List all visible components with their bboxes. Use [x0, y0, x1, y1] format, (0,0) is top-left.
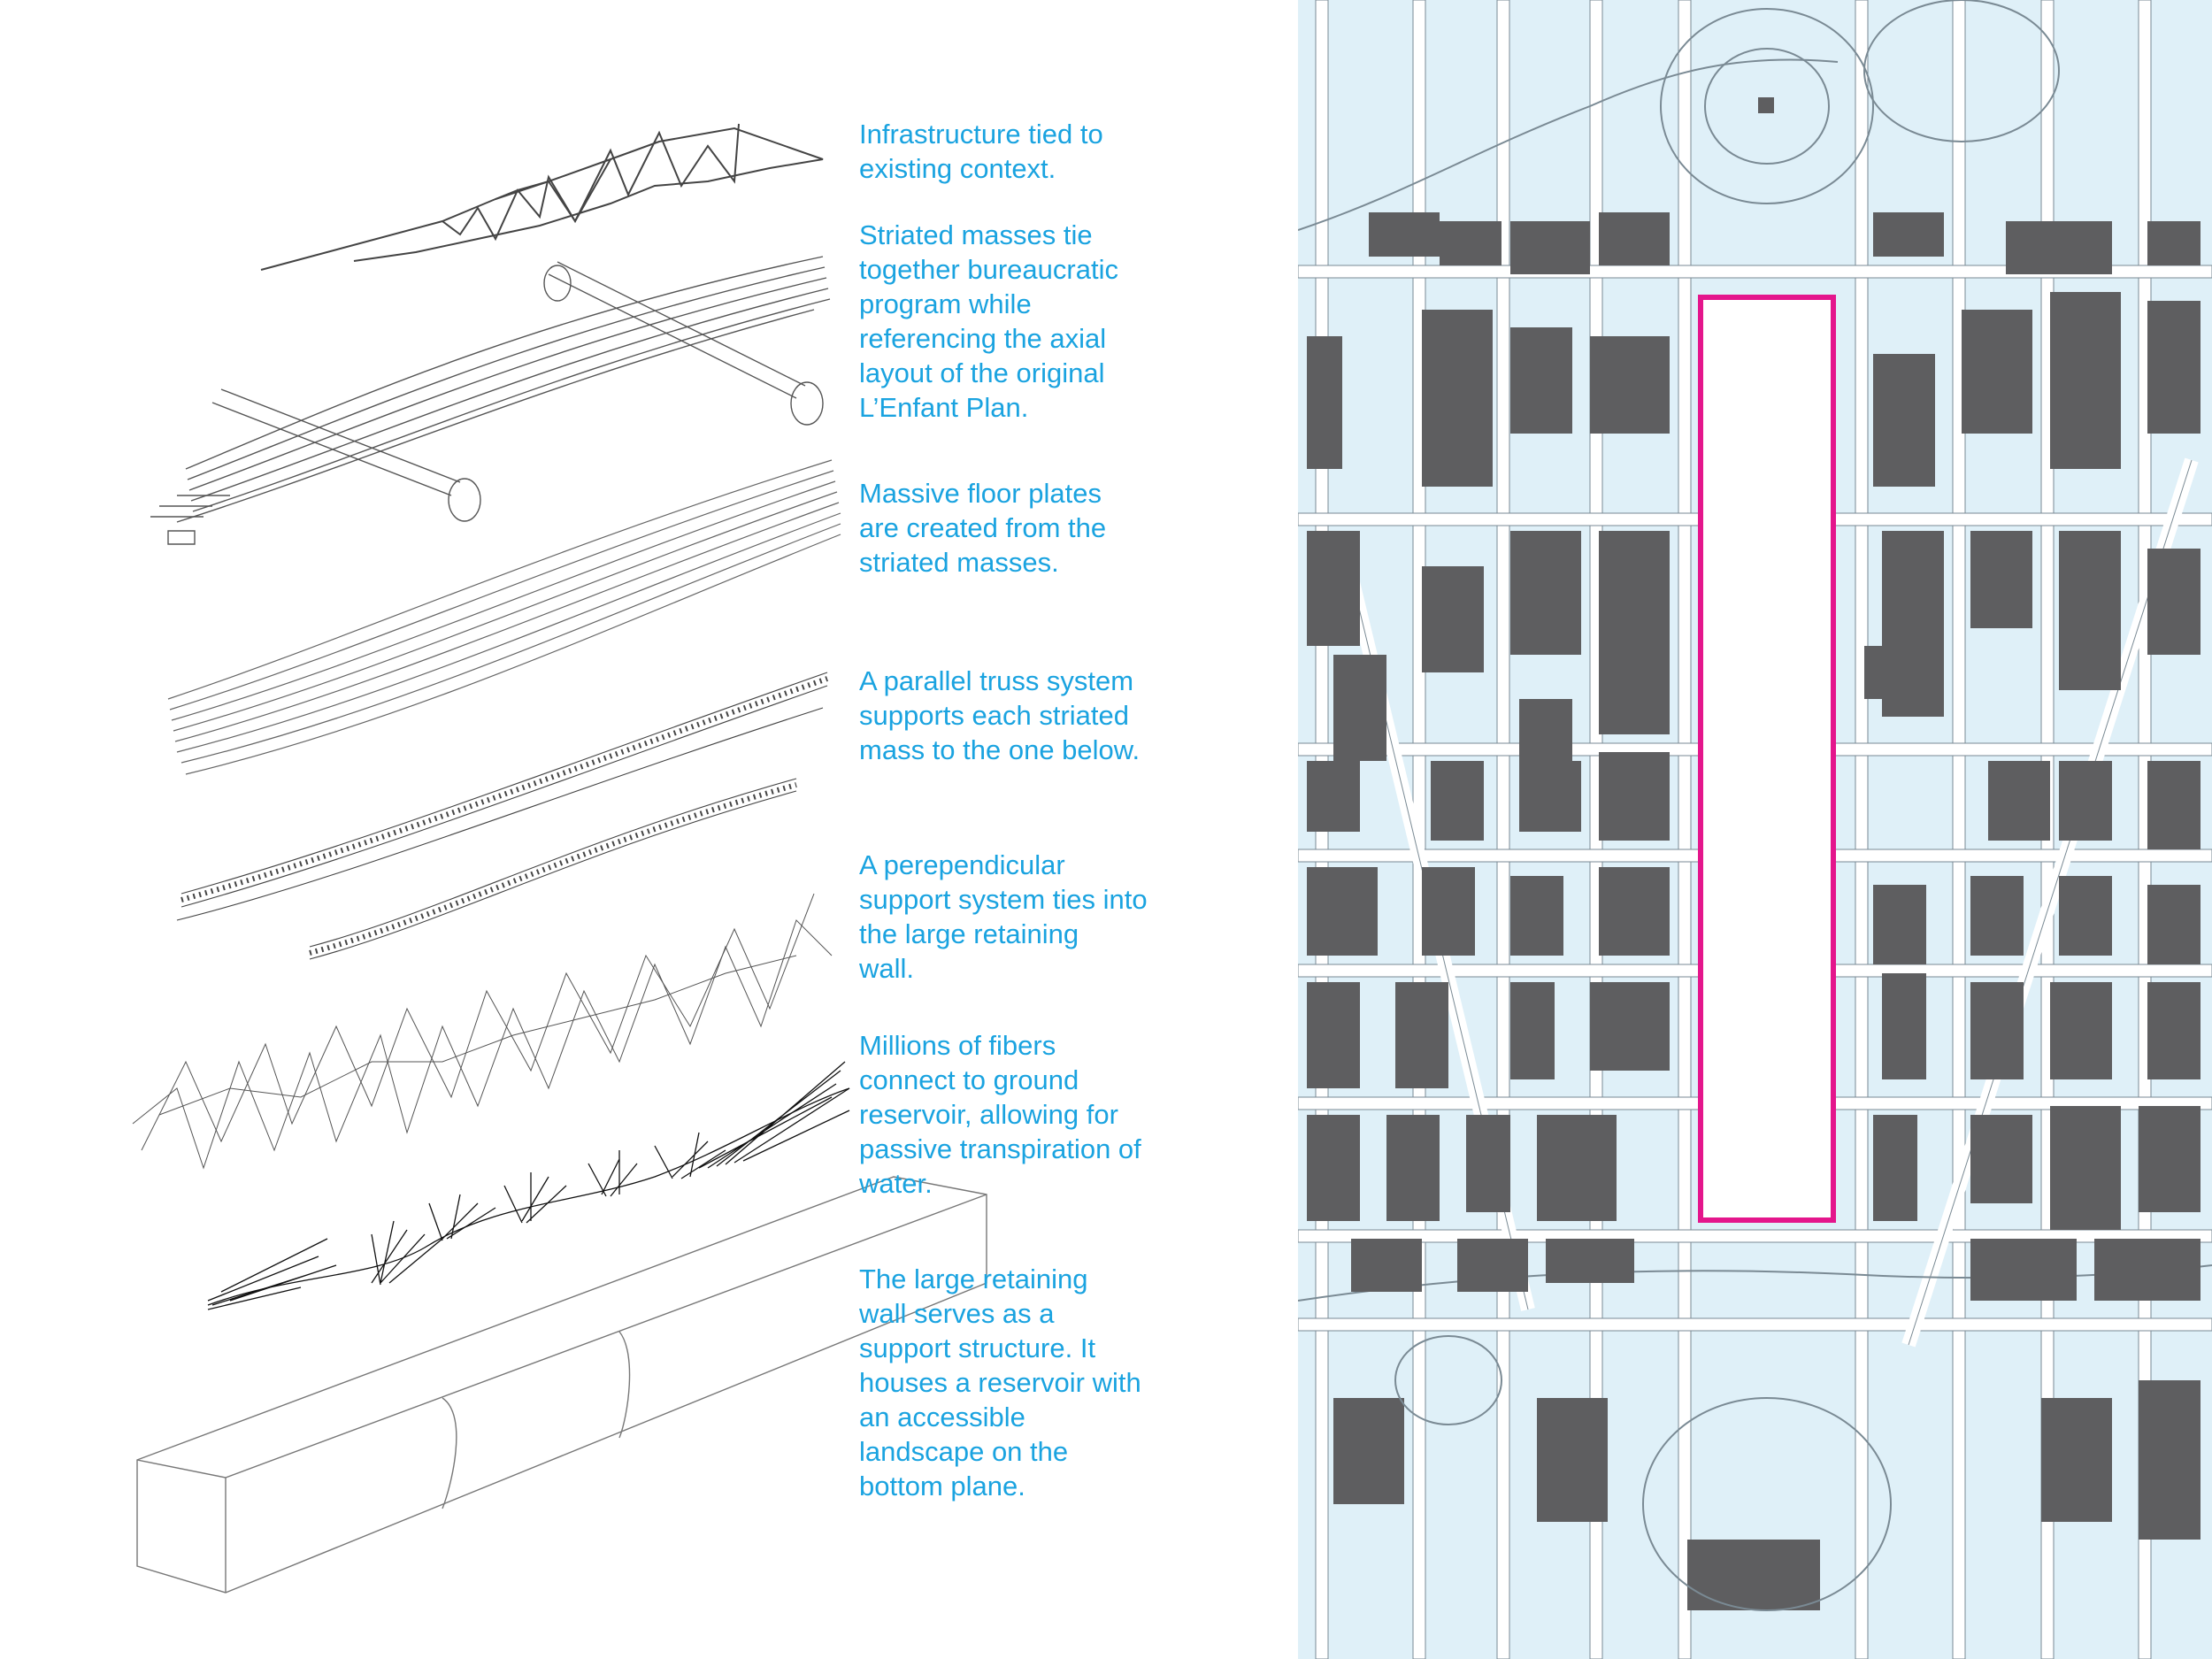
- street: [1952, 0, 1966, 1659]
- site-map: [1298, 0, 2212, 1659]
- building: [1970, 1239, 2077, 1301]
- building: [2050, 292, 2121, 469]
- building: [1599, 867, 1670, 956]
- building: [2050, 1106, 2121, 1230]
- building: [1422, 867, 1475, 956]
- building: [1307, 1115, 1360, 1221]
- building: [1510, 982, 1555, 1079]
- caption-6: Millions of fibers connect to ground res…: [859, 1030, 1141, 1199]
- building: [1599, 646, 1670, 734]
- building: [1988, 761, 2050, 841]
- avenue: [1908, 459, 2193, 1346]
- building: [1422, 566, 1484, 672]
- striated-masses-layer: [150, 256, 831, 545]
- building: [1590, 982, 1670, 1071]
- building: [1510, 327, 1572, 434]
- building: [1510, 531, 1581, 655]
- monument: [1758, 97, 1774, 113]
- park-oval: [1394, 1335, 1502, 1425]
- building: [1422, 310, 1493, 487]
- building: [1970, 531, 2032, 628]
- building: [1466, 1115, 1510, 1212]
- park-oval: [1660, 8, 1874, 204]
- building: [2006, 221, 2112, 274]
- building: [1962, 310, 2032, 434]
- building: [1599, 212, 1670, 265]
- park-oval: [1704, 48, 1830, 165]
- building: [1873, 1115, 1917, 1221]
- building: [1537, 1398, 1608, 1522]
- building: [1307, 867, 1378, 956]
- caption-2: Striated masses tie together bureaucrati…: [859, 219, 1118, 423]
- building: [1351, 1239, 1422, 1292]
- retaining-wall-layer: [136, 1176, 987, 1594]
- building: [1864, 646, 1935, 699]
- park-oval: [1863, 0, 2060, 142]
- building: [2041, 1398, 2112, 1522]
- building: [2147, 301, 2200, 434]
- building: [2147, 885, 2200, 964]
- infrastructure-layer: [260, 123, 824, 271]
- building: [1307, 761, 1360, 832]
- building: [1510, 221, 1590, 274]
- building: [1440, 221, 1502, 265]
- building: [1590, 336, 1670, 434]
- building: [1970, 876, 2024, 956]
- building: [1431, 761, 1484, 841]
- building: [1457, 1239, 1528, 1292]
- caption-3: Massive floor plates are created from th…: [859, 478, 1107, 578]
- perpendicular-support-layer: [132, 893, 833, 1170]
- building: [1970, 982, 2024, 1079]
- building: [1307, 531, 1360, 646]
- street: [1855, 0, 1869, 1659]
- caption-4: A parallel truss system supports each st…: [859, 665, 1141, 765]
- building: [1307, 982, 1360, 1088]
- building: [1333, 1398, 1404, 1504]
- building: [2147, 761, 2200, 849]
- building: [1873, 885, 1926, 964]
- building: [1599, 752, 1670, 841]
- building: [1873, 212, 1944, 257]
- caption-1: Infrastructure tied to existing context.: [859, 119, 1103, 184]
- building: [2094, 1239, 2200, 1301]
- building: [1519, 761, 1581, 832]
- building: [2139, 1106, 2200, 1212]
- building: [1873, 354, 1935, 487]
- building: [1369, 212, 1440, 257]
- building: [2147, 549, 2200, 655]
- building: [1537, 1115, 1617, 1221]
- caption-7: The large retaining wall serves as a sup…: [859, 1263, 1141, 1502]
- building: [1307, 336, 1342, 469]
- curved-road: [1298, 58, 1839, 231]
- street: [1298, 1317, 2212, 1332]
- park-oval: [1642, 1397, 1892, 1611]
- building: [1546, 1239, 1634, 1283]
- building: [1882, 973, 1926, 1079]
- building: [2050, 982, 2112, 1079]
- building: [2139, 1380, 2200, 1540]
- building: [2059, 761, 2112, 841]
- building-footprints: [1307, 212, 2200, 1610]
- floor-plates-layer: [167, 459, 841, 775]
- building: [1386, 1115, 1440, 1221]
- truss-system-layer: [176, 672, 828, 960]
- building: [1519, 699, 1572, 761]
- building: [1687, 1540, 1820, 1610]
- street: [1678, 0, 1692, 1659]
- site-outline: [1698, 295, 1836, 1223]
- building: [1333, 655, 1386, 761]
- building: [2147, 221, 2200, 265]
- fibers-layer: [207, 1061, 850, 1310]
- building: [2147, 982, 2200, 1079]
- caption-5: A perependicular support system ties int…: [859, 849, 1148, 984]
- building: [1395, 982, 1448, 1088]
- site-plan-drawing: [1298, 0, 2212, 1659]
- building: [2059, 876, 2112, 956]
- building: [1970, 1115, 2032, 1203]
- exploded-axonometric-diagram: [132, 123, 987, 1594]
- park-ovals: [1394, 0, 2060, 1611]
- building: [2059, 531, 2121, 690]
- building: [1510, 876, 1563, 956]
